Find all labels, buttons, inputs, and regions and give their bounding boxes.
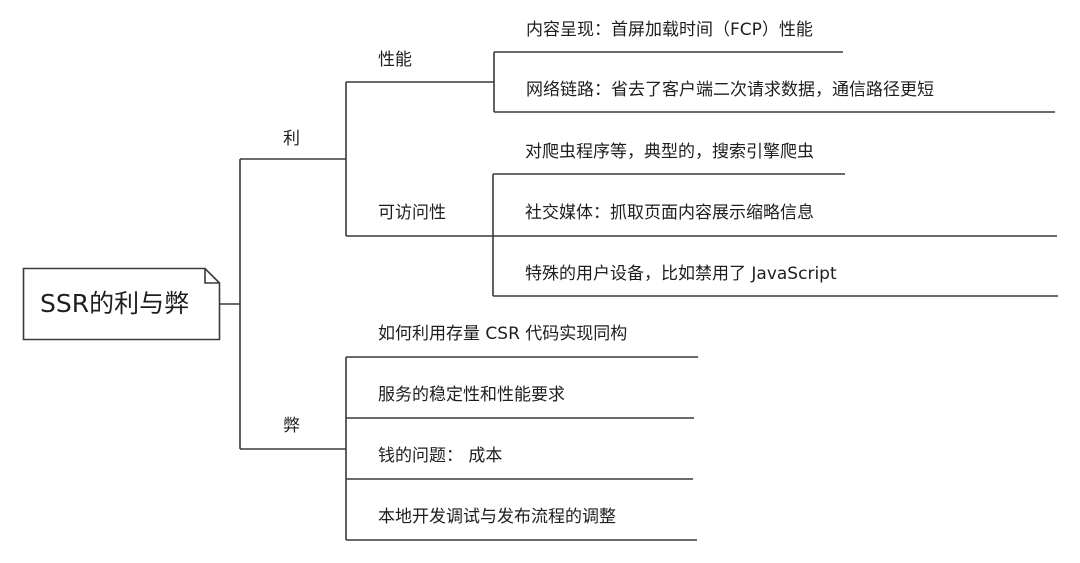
node-accessibility: 可访问性 xyxy=(378,203,446,223)
leaf-stability: 服务的稳定性和性能要求 xyxy=(378,385,565,405)
leaf-network-path: 网络链路：省去了客户端二次请求数据，通信路径更短 xyxy=(526,80,934,100)
leaf-crawlers: 对爬虫程序等，典型的，搜索引擎爬虫 xyxy=(525,142,814,162)
leaf-content-render: 内容呈现：首屏加载时间（FCP）性能 xyxy=(526,20,813,40)
leaf-isomorphic-csr: 如何利用存量 CSR 代码实现同构 xyxy=(378,324,628,344)
leaf-dev-workflow: 本地开发调试与发布流程的调整 xyxy=(378,507,616,527)
node-performance: 性能 xyxy=(378,50,412,70)
branch-pro-label: 利 xyxy=(283,129,300,149)
leaf-social-media: 社交媒体：抓取页面内容展示缩略信息 xyxy=(525,203,814,223)
note-icon xyxy=(204,268,220,284)
leaf-cost: 钱的问题： 成本 xyxy=(378,446,503,466)
root-node-box xyxy=(22,267,221,341)
root-node-label: SSR的利与弊 xyxy=(40,289,190,318)
branch-con-label: 弊 xyxy=(283,416,300,436)
leaf-special-devices: 特殊的用户设备，比如禁用了 JavaScript xyxy=(525,264,837,284)
